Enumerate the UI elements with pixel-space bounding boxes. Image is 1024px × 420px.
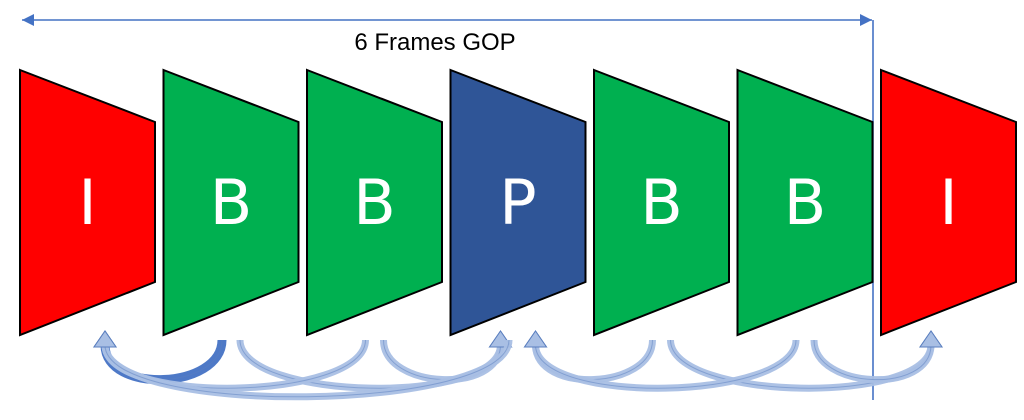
frame-shape	[449, 68, 587, 337]
frame-shape	[593, 68, 730, 337]
arrowhead-icon	[523, 330, 548, 348]
reference-arrow-3-to-4	[380, 330, 513, 384]
arrowhead-icon	[919, 330, 943, 348]
reference-arrow-6-to-4	[523, 330, 800, 392]
reference-arrow-band	[100, 339, 227, 385]
frame-b-6: B	[736, 68, 874, 337]
gop-title: 6 Frames GOP	[354, 29, 515, 56]
reference-arrow-5-to-4	[523, 330, 656, 384]
frame-label: P	[499, 166, 536, 239]
frame-label: B	[784, 166, 827, 239]
arrowhead-icon	[93, 330, 117, 348]
reference-arrow-band	[532, 339, 656, 384]
reference-arrows-layer	[93, 330, 943, 401]
reference-arrow-outline	[535, 339, 797, 389]
frame-p-4: P	[449, 68, 587, 337]
reference-arrow-6-to-7	[810, 330, 943, 384]
gop-arrow-right-icon	[860, 14, 872, 26]
reference-arrow-4-to-1	[93, 330, 513, 401]
frame-label: B	[640, 166, 683, 239]
reference-arrow-band	[380, 339, 504, 384]
gop-arrow-left-icon	[22, 14, 34, 26]
reference-arrow-outline	[104, 339, 510, 398]
frame-label: I	[78, 166, 96, 239]
frame-b-5: B	[593, 68, 730, 337]
reference-arrow-outline	[813, 339, 932, 381]
frame-b-2: B	[162, 68, 300, 337]
frame-shape	[162, 68, 300, 337]
frame-b-3: B	[306, 68, 443, 337]
reference-arrow-band	[532, 339, 800, 392]
frame-label: B	[210, 166, 253, 239]
frame-shape	[736, 68, 874, 337]
frame-shape	[306, 68, 443, 337]
frame-i-1: I	[19, 68, 156, 337]
frame-shape	[19, 68, 156, 337]
reference-arrow-band	[101, 339, 513, 401]
frame-shape	[880, 68, 1017, 337]
frame-label: I	[939, 166, 957, 239]
reference-arrow-2-to-1	[93, 330, 227, 385]
frame-label: B	[353, 166, 396, 239]
frame-i-7: I	[880, 68, 1017, 337]
